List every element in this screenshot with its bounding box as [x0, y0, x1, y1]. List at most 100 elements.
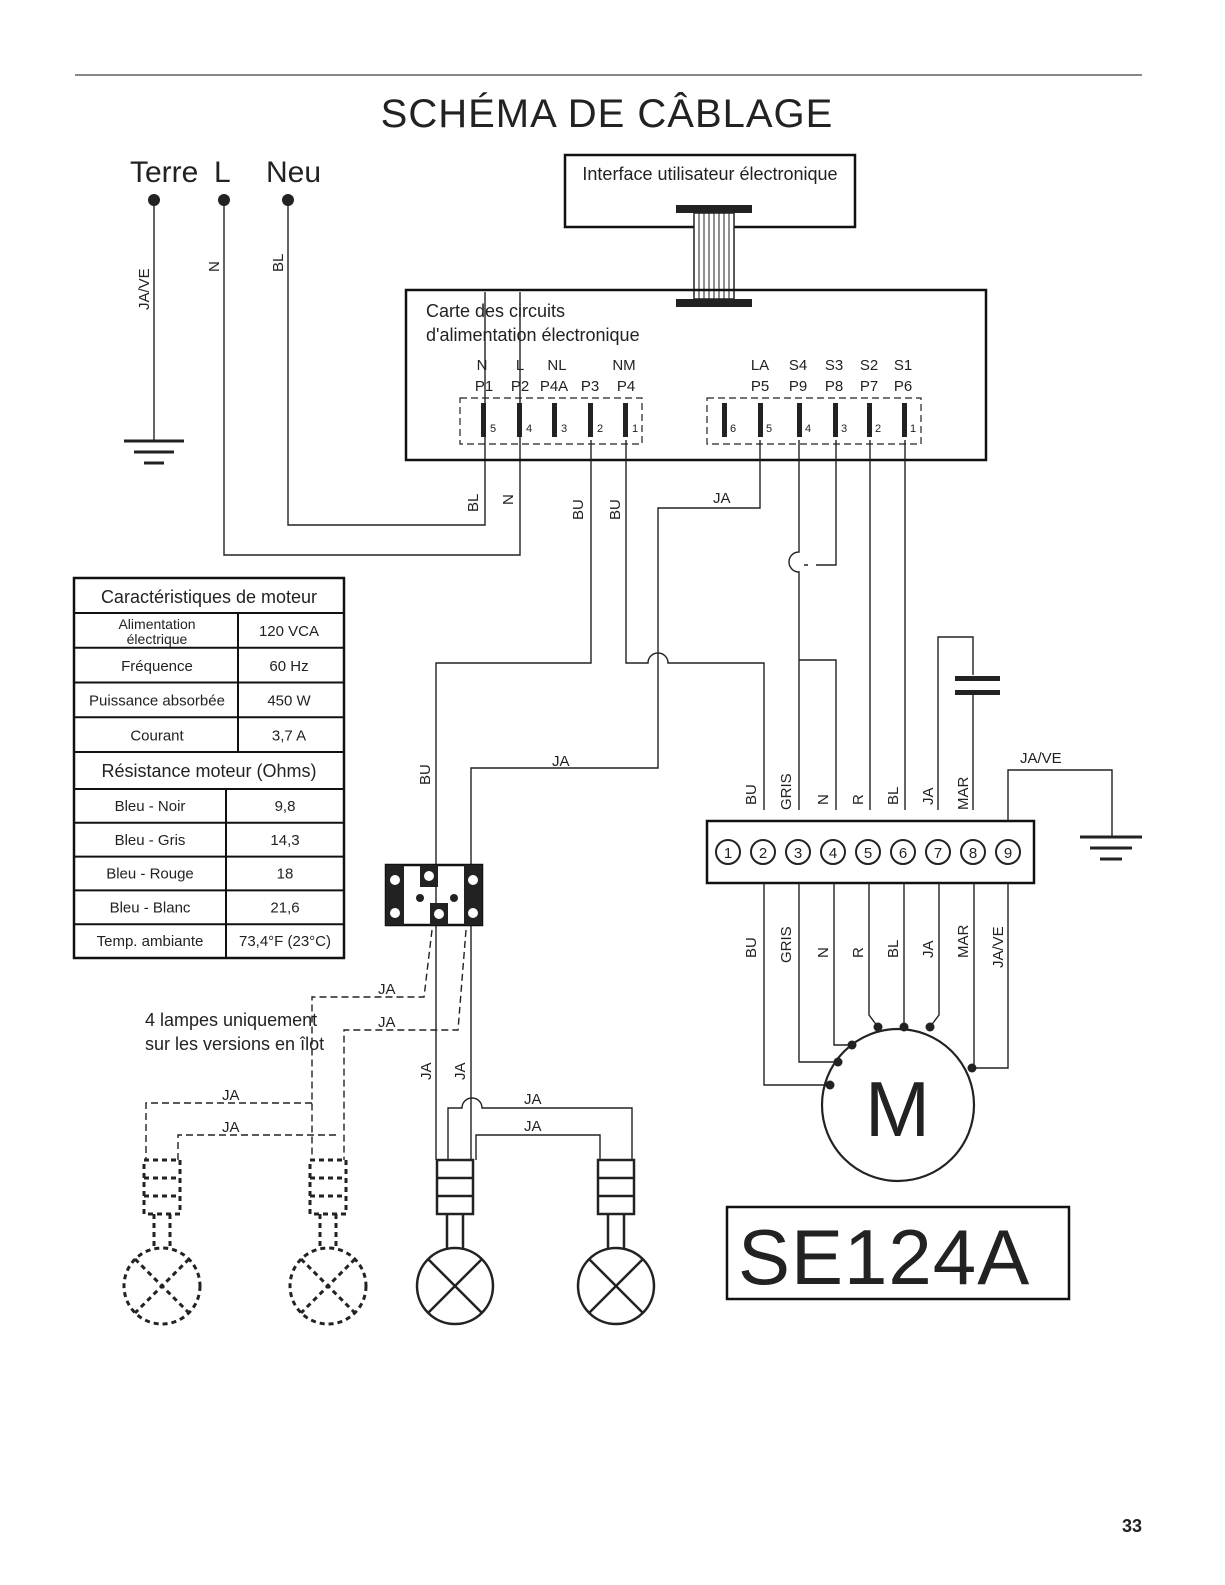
term-bot-r: R	[850, 947, 867, 958]
pin-p1: P1	[475, 378, 493, 395]
wire-label-ja-lamp-2: JA	[222, 1119, 240, 1136]
resistance-row-value: 14,3	[270, 832, 299, 849]
motor-lead-dot	[847, 1040, 857, 1050]
terminal-number: 6	[899, 845, 907, 862]
pin-num-r5: 5	[766, 423, 772, 435]
pin-num-r3: 3	[841, 423, 847, 435]
signal-nm: NM	[612, 357, 635, 374]
lamp	[288, 1158, 368, 1326]
signal-s4: S4	[789, 357, 807, 374]
term-bot-n: N	[815, 947, 832, 958]
pin-p8: P8	[825, 378, 843, 395]
power-label-neu: Neu	[266, 156, 321, 189]
lamp	[122, 1158, 202, 1326]
pin-num-r6: 6	[730, 423, 736, 435]
terminal-6	[890, 839, 916, 865]
wire-label-bu-2: BU	[607, 499, 624, 520]
capacitor	[937, 636, 1000, 810]
board-left-connector: N L NL NM P1 P2 P4A P3 P4 5 4 3 2 1	[459, 357, 643, 445]
motor-symbol: M	[865, 1065, 931, 1153]
terminal-1	[715, 839, 741, 865]
terminal-number: 5	[864, 845, 872, 862]
board-label-line2: d'alimentation électronique	[426, 325, 640, 345]
wire-label-bu-1: BU	[570, 499, 587, 520]
wire-label-ja-v1: JA	[418, 1062, 435, 1080]
page-title: SCHÉMA DE CÂBLAGE	[381, 91, 834, 136]
signal-s1: S1	[894, 357, 912, 374]
term-top-gris: GRIS	[778, 773, 795, 810]
motor-lead-dot	[873, 1022, 883, 1032]
wire-label-ja-board: JA	[713, 490, 731, 507]
terminal-number: 9	[1004, 845, 1012, 862]
terminal-number: 3	[794, 845, 802, 862]
terminal-4	[820, 839, 846, 865]
signal-s2: S2	[860, 357, 878, 374]
lamp-note-line1: 4 lampes uniquement	[145, 1010, 317, 1030]
table-row-label: Fréquence	[121, 658, 193, 675]
resistance-row-value: 18	[277, 866, 294, 883]
term-bot-bu: BU	[743, 937, 760, 958]
table-resistance-header: Résistance moteur (Ohms)	[101, 761, 316, 781]
wire-label-bl: BL	[465, 494, 482, 512]
terminal-3	[785, 839, 811, 865]
signal-la: LA	[751, 357, 769, 374]
terminal-number: 7	[934, 845, 942, 862]
wire-label-ja-lamp-1: JA	[222, 1087, 240, 1104]
table-row-value: 60 Hz	[269, 658, 308, 675]
terminal-number: 8	[969, 845, 977, 862]
pin-num-r2: 2	[875, 423, 881, 435]
lamps	[122, 1158, 656, 1326]
motor-lead-dot	[825, 1080, 835, 1090]
ribbon-cable	[676, 205, 752, 307]
lamp-note-line2: sur les versions en îlot	[145, 1034, 324, 1054]
terminal-number: 2	[759, 845, 767, 862]
pin-num-2: 2	[597, 423, 603, 435]
power-board: Carte des circuits d'alimentation électr…	[404, 288, 988, 462]
ui-box-label: Interface utilisateur électronique	[582, 164, 837, 184]
pin-p2: P2	[511, 378, 529, 395]
table-row-value: 120 VCA	[259, 623, 319, 640]
resistance-row-value: 21,6	[270, 899, 299, 916]
board-right-connector: LA S4 S3 S2 S1 P5 P9 P8 P7 P6 6 5 4 3 2 …	[706, 357, 922, 445]
term-ground-label: JA/VE	[1020, 750, 1062, 767]
signal-n: N	[477, 357, 488, 374]
wire-label-ja-dashed-1: JA	[378, 981, 396, 998]
board-label-line1: Carte des circuits	[426, 301, 565, 321]
table-header: Caractéristiques de moteur	[101, 587, 317, 607]
page-number: 33	[1122, 1516, 1142, 1536]
resistance-row-label: Bleu - Rouge	[106, 866, 194, 883]
term-bot-ja-ve: JA/VE	[990, 926, 1007, 968]
power-inputs: Terre L Neu	[130, 156, 321, 206]
pin-num-5: 5	[490, 423, 496, 435]
term-top-bu: BU	[743, 784, 760, 805]
wire-label-ja-dashed-2: JA	[378, 1014, 396, 1031]
resistance-row-label: Bleu - Blanc	[110, 899, 191, 916]
terminal-9	[995, 839, 1021, 865]
power-wires: JA/VE N BL	[124, 200, 521, 556]
wire-label-ja-ve-ground: JA/VE	[136, 268, 153, 310]
pin-num-r1: 1	[910, 423, 916, 435]
pin-p3: P3	[581, 378, 599, 395]
pin-p9: P9	[789, 378, 807, 395]
term-bot-ja: JA	[920, 940, 937, 958]
resistance-row-label: Temp. ambiante	[97, 933, 204, 950]
table-row-value: 3,7 A	[272, 727, 306, 744]
motor: M	[820, 1022, 977, 1183]
wire-label-ja-mid: JA	[552, 753, 570, 770]
wire-label-ja-top-1: JA	[524, 1091, 542, 1108]
terminal-number: 1	[724, 845, 732, 862]
resistance-row-label: Bleu - Noir	[115, 798, 186, 815]
pin-num-1: 1	[632, 423, 638, 435]
board-wires: BL N BU BU JA	[435, 440, 906, 1160]
motor-lead-dot	[833, 1057, 843, 1067]
pin-p5: P5	[751, 378, 769, 395]
term-bot-bl: BL	[885, 940, 902, 958]
wire-label-n: N	[500, 494, 517, 505]
term-top-mar: MAR	[955, 777, 972, 811]
pin-num-r4: 4	[805, 423, 811, 435]
power-label-l: L	[214, 156, 231, 189]
model-number: SE124A	[738, 1213, 1030, 1301]
wire-label-ja-v2: JA	[452, 1062, 469, 1080]
